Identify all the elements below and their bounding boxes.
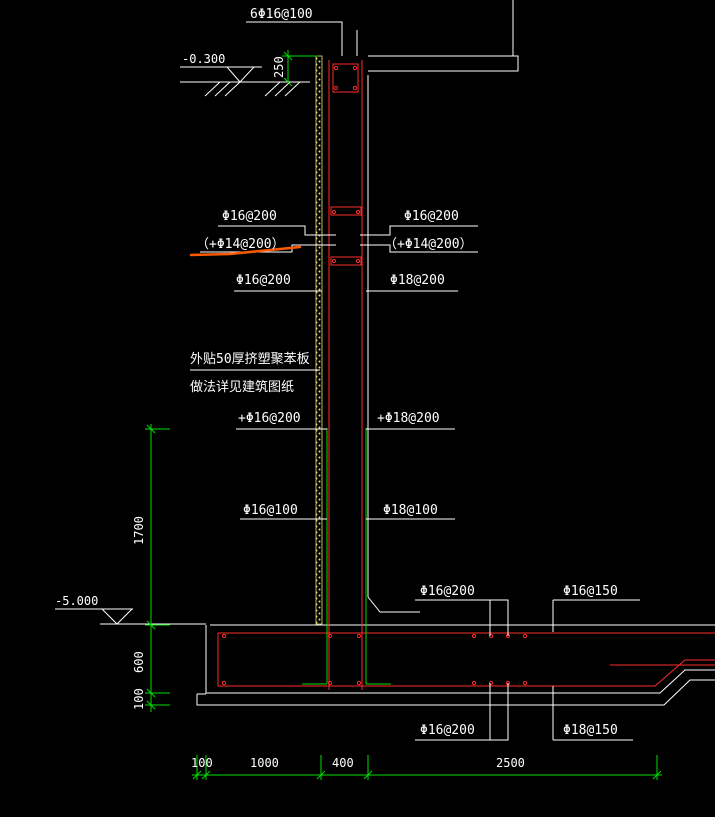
label-top-level: -0.300 [182,52,225,66]
label-slab-top-150: Φ16@150 [563,584,618,599]
label-right-18-100: Φ18@100 [383,503,438,518]
label-right-18-200: Φ18@200 [390,273,445,288]
label-right-14: （+Φ14@200） [384,237,473,252]
insulation-board [315,55,323,625]
dim-1700: 1700 [132,516,146,545]
label-left-200-a: Φ16@200 [222,209,277,224]
label-left-200-b: Φ16@200 [236,273,291,288]
note-line-1: 外贴50厚挤塑聚苯板 [190,352,310,367]
label-slab-bot-150: Φ18@150 [563,723,618,738]
label-left-100: Φ16@100 [243,503,298,518]
dimension-lines [145,50,662,780]
label-top-bar: 6Φ16@100 [250,7,313,22]
dim-2500: 2500 [496,756,525,770]
dim-400: 400 [332,756,354,770]
rebar-dots [221,65,528,686]
dim-100-vertical: 100 [132,688,146,710]
green-bars [302,428,391,685]
dim-250: 250 [272,56,286,78]
label-left-14: （+Φ14@200） [196,237,285,252]
label-slab-top-200: Φ16@200 [420,584,475,599]
dim-100-horizontal: 100 [191,756,213,770]
rebar-lines [217,60,715,690]
label-slab-bot-200: Φ16@200 [420,723,475,738]
level-symbol-base [55,608,206,625]
label-left-plus-16: +Φ16@200 [238,411,301,426]
dim-600: 600 [132,651,146,673]
note-line-2: 做法详见建筑图纸 [190,379,294,395]
markup-underline [189,245,302,257]
label-right-plus-18: +Φ18@200 [377,411,440,426]
level-symbol-top [180,66,310,97]
dim-1000: 1000 [250,756,279,770]
label-base-level: -5.000 [55,594,98,608]
label-right-200-a: Φ16@200 [404,209,459,224]
